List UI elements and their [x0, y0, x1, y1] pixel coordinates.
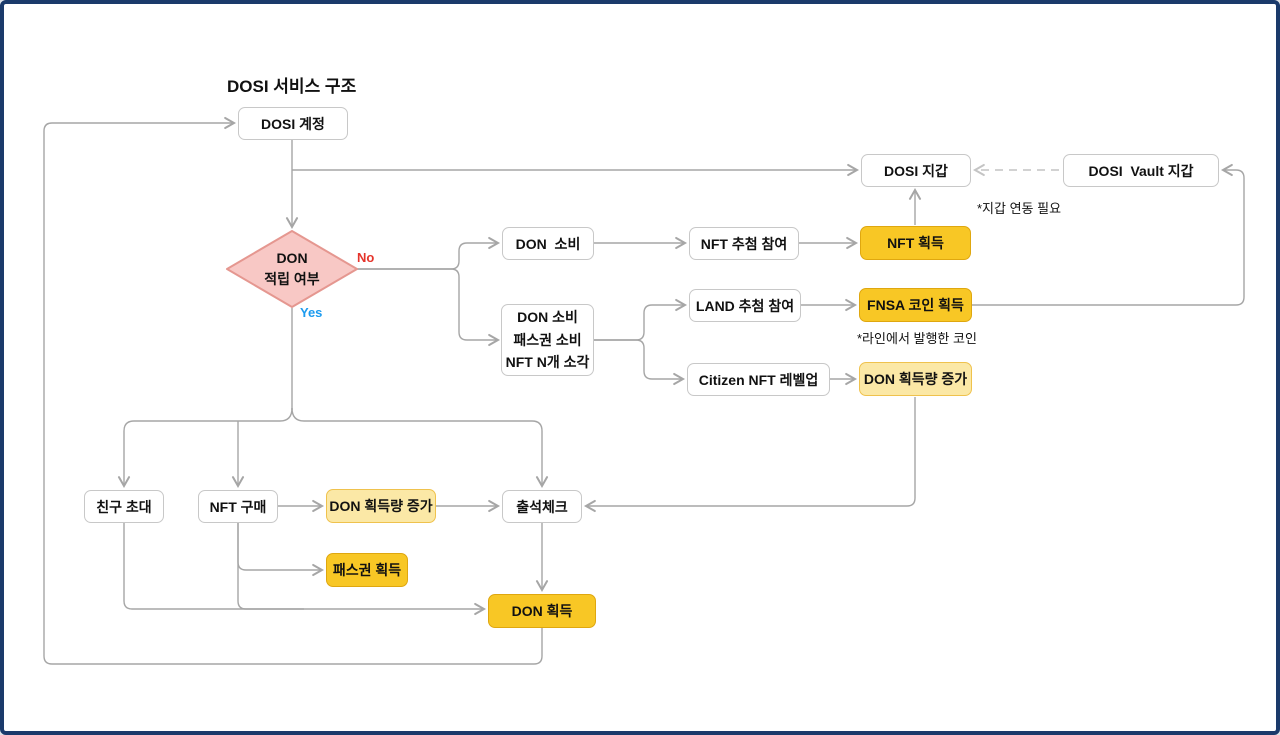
node-don-spend: DON 소비 — [502, 227, 594, 260]
node-pass-gain: 패스권 획득 — [326, 553, 408, 587]
connector-lines — [43, 116, 1245, 665]
edge-dongain-loop-account — [43, 116, 543, 665]
node-dosi-wallet: DOSI 지갑 — [861, 154, 971, 187]
edge-label-yes: Yes — [300, 305, 323, 320]
node-don-gain: DON 획득 — [488, 594, 596, 628]
edge-multi-land — [594, 298, 688, 341]
node-invite-friend: 친구 초대 — [84, 490, 164, 523]
edge-label-no: No — [357, 250, 375, 265]
edge-yes-right — [291, 407, 549, 489]
note-fnsa-coin: *라인에서 발행한 코인 — [857, 331, 977, 346]
node-nft-raffle: NFT 추첨 참여 — [689, 227, 799, 260]
node-don-rate-up-left: DON 획득량 증가 — [326, 489, 436, 523]
decision-line2: 적립 여부 — [264, 271, 320, 287]
spend-multi-line3: NFT N개 소각 — [505, 354, 590, 371]
spend-multi-line2: 패스권 소비 — [513, 331, 582, 348]
edge-buy-merge — [237, 523, 304, 610]
edge-rateup-attendance — [583, 397, 916, 513]
node-citizen-levelup: Citizen NFT 레벨업 — [687, 363, 830, 396]
edge-no-upper — [357, 236, 501, 270]
edge-multi-citizen — [594, 339, 686, 386]
decision-line1: DON — [276, 250, 308, 266]
note-wallet-link: *지갑 연동 필요 — [977, 201, 1062, 216]
edge-no-lower — [357, 268, 501, 347]
spend-multi-line1: DON 소비 — [517, 309, 578, 326]
node-nft-gain: NFT 획득 — [860, 226, 971, 260]
node-dosi-vault-wallet: DOSI Vault 지갑 — [1063, 154, 1219, 187]
diagram-title: DOSI 서비스 구조 — [227, 77, 357, 96]
node-nft-buy: NFT 구매 — [198, 490, 278, 523]
node-don-spend-multi: DON 소비 패스권 소비 NFT N개 소각 — [501, 304, 594, 376]
node-don-rate-up-right: DON 획득량 증가 — [859, 362, 972, 396]
node-land-raffle: LAND 추첨 참여 — [689, 289, 801, 322]
decision-diamond — [226, 230, 358, 308]
edge-fnsa-vault — [972, 163, 1245, 306]
edge-invite-dongain — [123, 523, 487, 616]
edge-yes-left — [117, 407, 293, 489]
edge-buy-pass — [237, 523, 325, 577]
node-decision-label: DON 적립 여부 — [227, 231, 357, 307]
node-fnsa-gain: FNSA 코인 획득 — [859, 288, 972, 322]
node-attendance: 출석체크 — [502, 490, 582, 523]
node-dosi-account: DOSI 계정 — [238, 107, 348, 140]
